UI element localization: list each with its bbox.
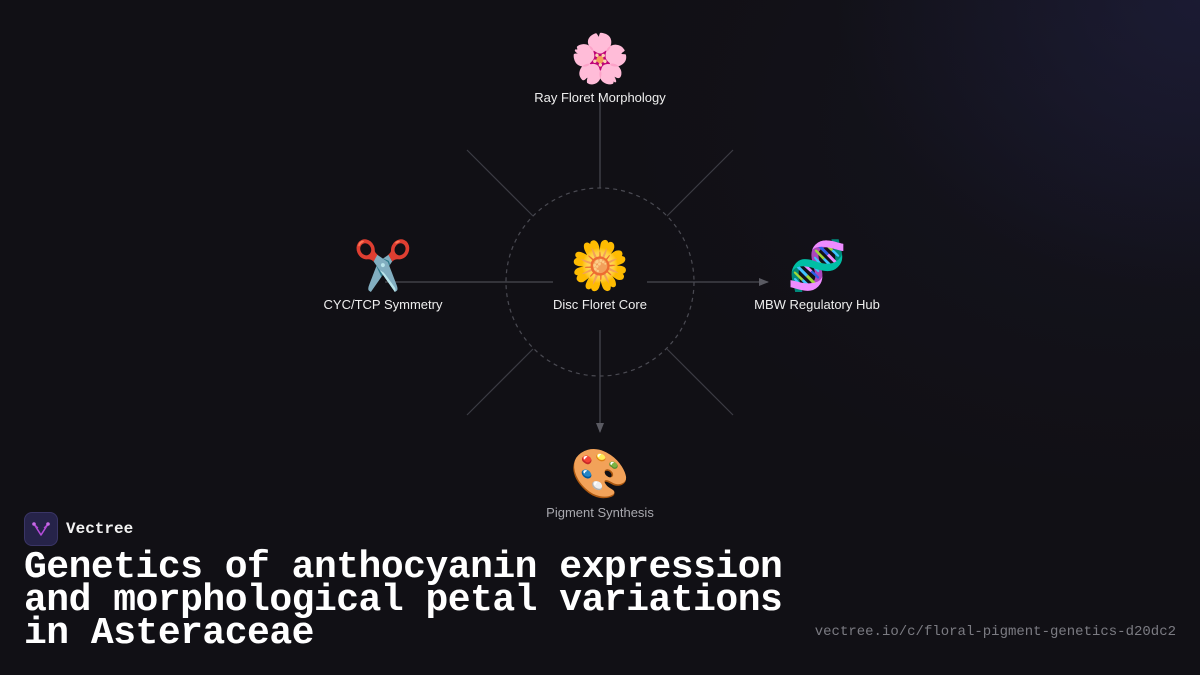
node-center[interactable]: 🌼 Disc Floret Core [500, 237, 700, 312]
node-left[interactable]: ✂️ CYC/TCP Symmetry [283, 237, 483, 312]
page-title: Genetics of anthocyanin expression and m… [24, 546, 783, 655]
node-label-cyc-tcp-symmetry: CYC/TCP Symmetry [323, 297, 443, 312]
node-label-ray-floret-morphology: Ray Floret Morphology [534, 90, 666, 105]
daisy-icon: 🌼 [570, 238, 630, 294]
dna-icon: 🧬 [787, 238, 847, 294]
brand[interactable]: Vectree [24, 512, 133, 546]
page-url[interactable]: vectree.io/c/floral-pigment-genetics-d20… [814, 624, 1176, 640]
scissors-icon: ✂️ [353, 238, 413, 294]
node-label-mbw-regulatory-hub: MBW Regulatory Hub [754, 297, 880, 312]
cherry-blossom-icon: 🌸 [570, 31, 630, 87]
palette-icon: 🎨 [570, 446, 630, 502]
node-label-disc-floret-core: Disc Floret Core [553, 297, 647, 312]
node-top[interactable]: 🌸 Ray Floret Morphology [500, 30, 700, 105]
node-right[interactable]: 🧬 MBW Regulatory Hub [717, 237, 917, 312]
spoke-top-left [466, 149, 534, 217]
spoke-bottom-right [666, 348, 734, 416]
vectree-logo-icon [24, 512, 58, 546]
node-bottom[interactable]: 🎨 Pigment Synthesis [500, 445, 700, 520]
spoke-top-right [666, 149, 734, 217]
spoke-bottom-left [466, 348, 534, 416]
node-label-pigment-synthesis: Pigment Synthesis [546, 505, 654, 520]
brand-name: Vectree [66, 520, 134, 538]
